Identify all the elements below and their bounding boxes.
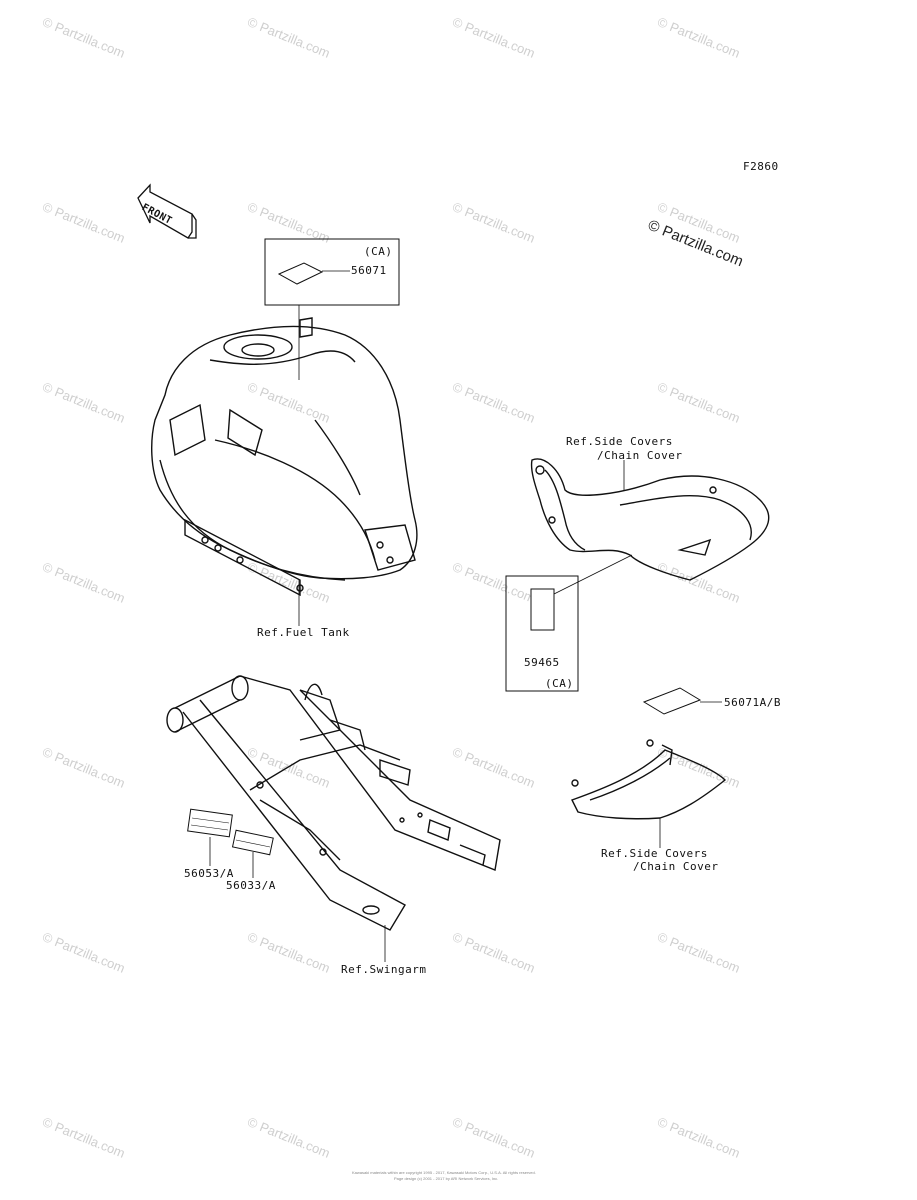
side-cover-label-box [505, 575, 579, 692]
part-number-56071: 56071 [351, 264, 387, 277]
fuel-tank-region-label: (CA) [364, 245, 393, 258]
footer-page-design: Page design (c) 2001 - 2017 by ARI Netwo… [394, 1176, 499, 1181]
side-covers-ref-top-line1: Ref.Side Covers [566, 435, 673, 448]
part-number-56053a: 56053/A [184, 867, 234, 880]
side-covers-ref-top-line2: /Chain Cover [597, 449, 683, 462]
side-covers-ref-bottom-line1: Ref.Side Covers [601, 847, 708, 860]
part-number-59465: 59465 [524, 656, 560, 669]
part-number-56071ab: 56071A/B [724, 696, 781, 709]
decal-59465 [530, 588, 555, 631]
fuel-tank-ref-label: Ref.Fuel Tank [257, 626, 350, 639]
swingarm-ref-label: Ref.Swingarm [341, 963, 427, 976]
footer-copyright: Kawasaki materials within are copyright … [352, 1170, 536, 1175]
decal-56053a [187, 808, 233, 838]
swingarm-drawing [166, 675, 501, 931]
side-cover-top-drawing [530, 458, 770, 581]
fuel-tank-label-box [264, 238, 400, 306]
side-covers-ref-bottom-line2: /Chain Cover [633, 860, 719, 873]
part-number-56033a: 56033/A [226, 879, 276, 892]
side-region-label: (CA) [545, 677, 574, 690]
front-arrow-icon [137, 183, 197, 239]
side-cover-bottom-drawing [571, 739, 727, 820]
figure-code: F2860 [743, 160, 779, 173]
decal-56071 [277, 262, 324, 285]
decal-56033a [231, 829, 274, 856]
decal-56071ab [642, 687, 702, 715]
fuel-tank-drawing [151, 317, 418, 597]
